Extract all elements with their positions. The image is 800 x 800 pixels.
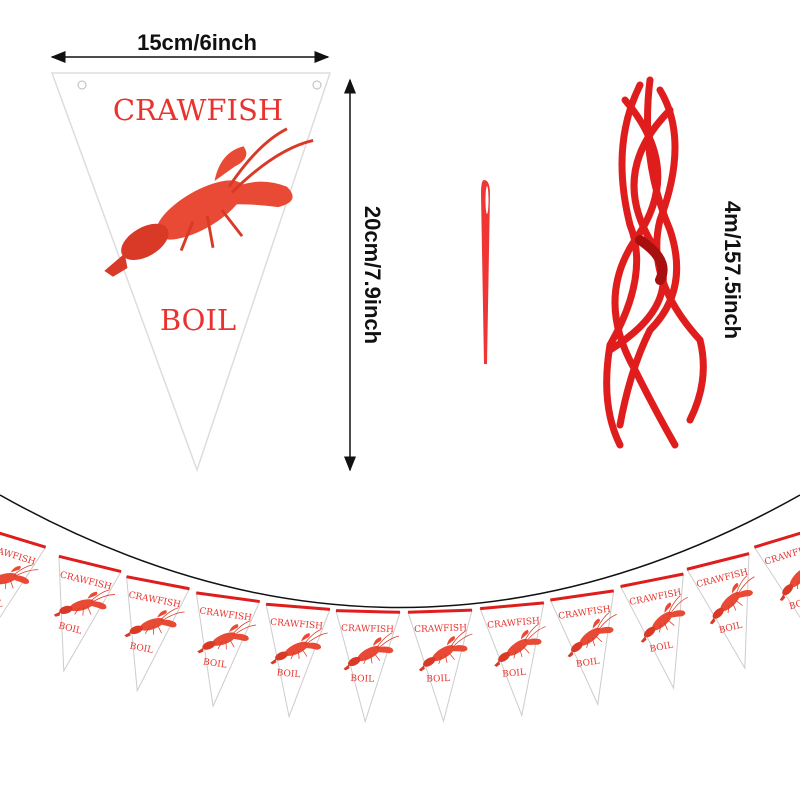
garland-pennant: CRAWFISH BOIL <box>53 554 122 673</box>
garland-pennant: CRAWFISH BOIL <box>335 609 401 724</box>
height-label: 20cm/7.9inch <box>360 206 385 344</box>
garland-pennant: CRAWFISH BOIL <box>407 608 474 723</box>
garland-bottom-text: BOIL <box>575 657 600 670</box>
garland: CRAWFISH BOIL CRAWFISH BOIL CRAWFISH BOI… <box>0 527 800 724</box>
garland-pennant: CRAWFISH BOIL <box>265 602 331 719</box>
garland-top-text: CRAWFISH <box>414 623 467 635</box>
garland-bottom-text: BOIL <box>350 674 374 685</box>
garland-pennant: CRAWFISH BOIL <box>549 589 623 707</box>
garland-pennant: CRAWFISH BOIL <box>123 575 191 693</box>
garland-bottom-text: BOIL <box>129 642 154 656</box>
garland-bottom-text: BOIL <box>788 596 800 612</box>
garland-top-text: CRAWFISH <box>487 616 541 631</box>
width-label: 15cm/6inch <box>137 30 257 55</box>
needle <box>481 180 490 364</box>
garland-bottom-text: BOIL <box>276 668 300 680</box>
garland-bottom-text: BOIL <box>202 657 227 670</box>
ribbon-length-label: 4m/157.5inch <box>720 201 745 339</box>
garland-pennant: CRAWFISH BOIL <box>753 527 800 645</box>
pennant-top-text: CRAWFISH <box>113 93 283 127</box>
garland-top-text: CRAWFISH <box>341 624 394 635</box>
garland-pennant: CRAWFISH BOIL <box>0 527 47 645</box>
garland-bottom-text: BOIL <box>502 668 527 680</box>
pennant-large: CRAWFISH BOIL <box>50 72 332 473</box>
garland-bottom-text: BOIL <box>426 674 450 685</box>
pennant-bottom-text: BOIL <box>160 303 236 337</box>
ribbon-bundle <box>603 76 707 449</box>
garland-pennant: CRAWFISH BOIL <box>686 552 764 670</box>
garland-pennant: CRAWFISH BOIL <box>619 572 696 690</box>
garland-pennant: CRAWFISH BOIL <box>479 601 550 718</box>
garland-bottom-text: BOIL <box>649 640 674 654</box>
garland-string <box>0 494 800 609</box>
garland-top-text: CRAWFISH <box>270 618 324 632</box>
garland-bottom-text: BOIL <box>0 594 4 610</box>
garland-pennant: CRAWFISH BOIL <box>195 591 261 708</box>
